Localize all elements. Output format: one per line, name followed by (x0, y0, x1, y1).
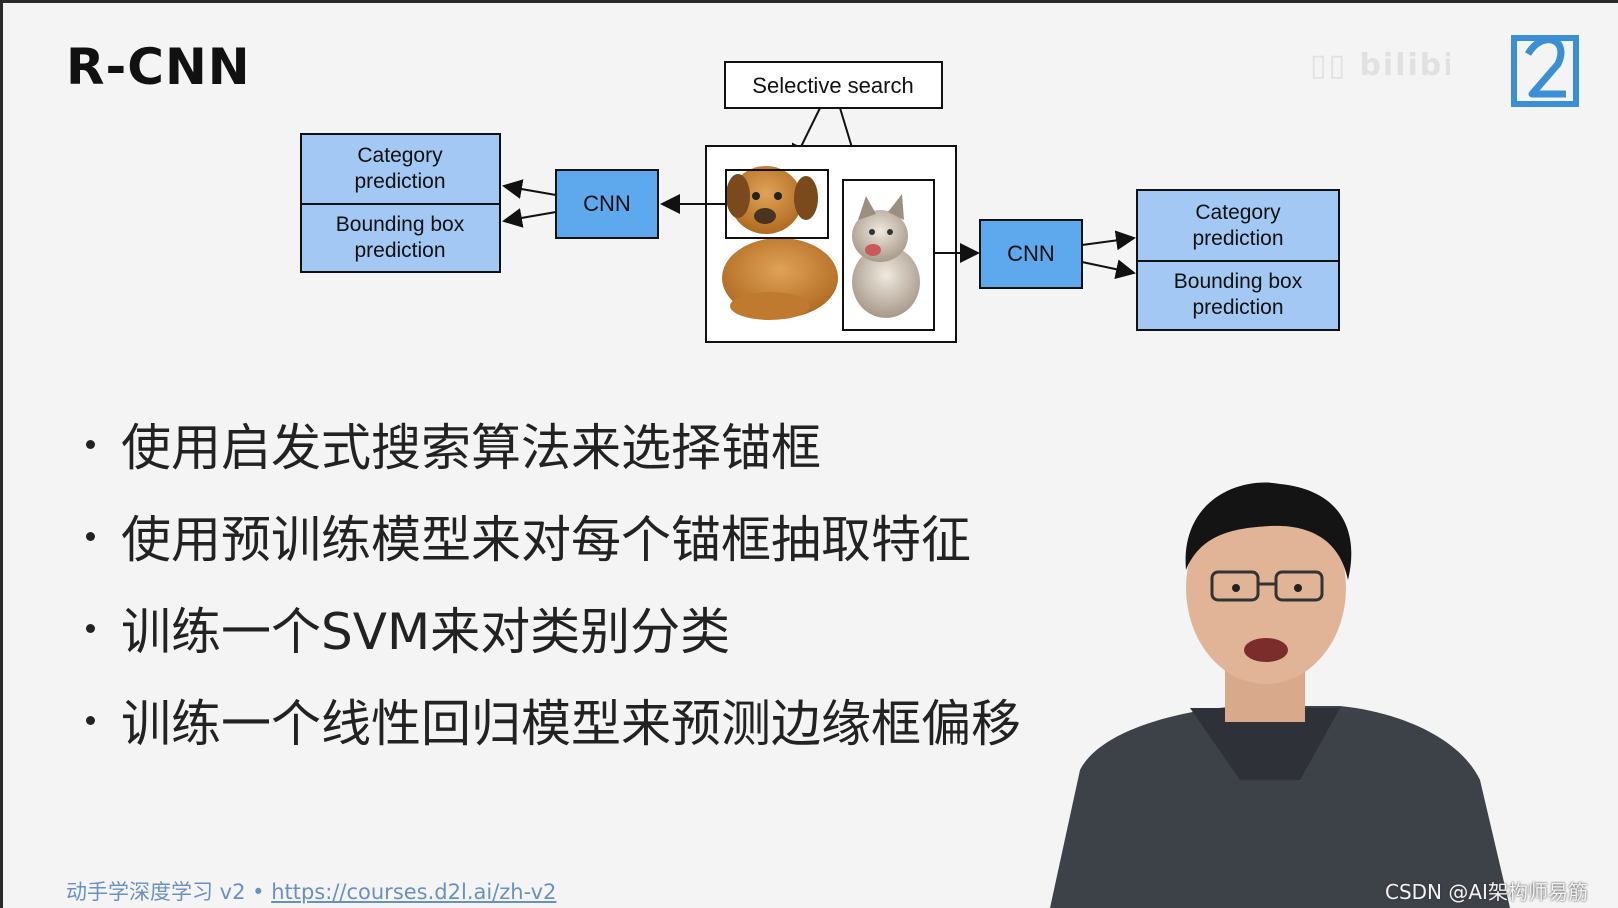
input-image (705, 145, 957, 343)
d2l-logo-icon (1511, 35, 1579, 107)
presenter-video (1050, 482, 1510, 908)
left-bbox-line2: prediction (354, 239, 445, 262)
right-bbox-line2: prediction (1192, 296, 1283, 319)
cat-illustration (852, 194, 920, 318)
left-output-stack: Category prediction Bounding box predict… (300, 133, 501, 273)
bullet-item: 使用启发式搜索算法来选择锚框 (86, 398, 1021, 490)
cat-proposal-box (842, 179, 935, 331)
bullet-dot (86, 715, 95, 725)
left-border (0, 0, 3, 908)
course-footer: 动手学深度学习 v2 • https://courses.d2l.ai/zh-v… (66, 876, 556, 906)
left-category-line1: Category (357, 144, 443, 167)
selective-search-box: Selective search (724, 61, 943, 109)
right-output-stack: Category prediction Bounding box predict… (1136, 189, 1340, 331)
course-name: 动手学深度学习 v2 • (66, 880, 272, 904)
right-cnn-block: CNN (979, 219, 1083, 289)
right-category-line2: prediction (1192, 227, 1283, 250)
bullet-text: 使用启发式搜索算法来选择锚框 (121, 419, 821, 477)
left-category-line2: prediction (354, 170, 445, 193)
csdn-watermark: CSDN @AI架构师易筋 (1385, 880, 1588, 904)
left-bbox-line1: Bounding box (336, 213, 465, 236)
right-category-line1: Category (1195, 201, 1281, 224)
right-bbox-line1: Bounding box (1174, 270, 1303, 293)
bilibili-watermark: ▯▯ bilibili (1310, 48, 1450, 82)
bullet-item: 使用预训练模型来对每个锚框抽取特征 (86, 490, 1021, 582)
dog-illustration (722, 166, 838, 320)
bullet-dot (86, 439, 95, 449)
bullet-list: 使用启发式搜索算法来选择锚框 使用预训练模型来对每个锚框抽取特征 训练一个SVM… (86, 398, 1021, 766)
course-link[interactable]: https://courses.d2l.ai/zh-v2 (271, 880, 557, 904)
rcnn-diagram: Selective search (300, 61, 1340, 343)
top-border (0, 0, 1618, 3)
bullet-text: 训练一个SVM来对类别分类 (121, 603, 731, 661)
bullet-dot (86, 623, 95, 633)
right-cnn-label: CNN (1007, 241, 1055, 266)
bullet-text: 训练一个线性回归模型来预测边缘框偏移 (121, 695, 1021, 753)
bullet-dot (86, 531, 95, 541)
bullet-item: 训练一个线性回归模型来预测边缘框偏移 (86, 674, 1021, 766)
selective-search-label: Selective search (752, 73, 913, 98)
bullet-text: 使用预训练模型来对每个锚框抽取特征 (121, 511, 971, 569)
bullet-item: 训练一个SVM来对类别分类 (86, 582, 1021, 674)
slide-title: R-CNN (66, 38, 251, 96)
glasses-icon (1210, 570, 1324, 602)
left-cnn-block: CNN (555, 169, 659, 239)
left-cnn-label: CNN (583, 191, 631, 216)
